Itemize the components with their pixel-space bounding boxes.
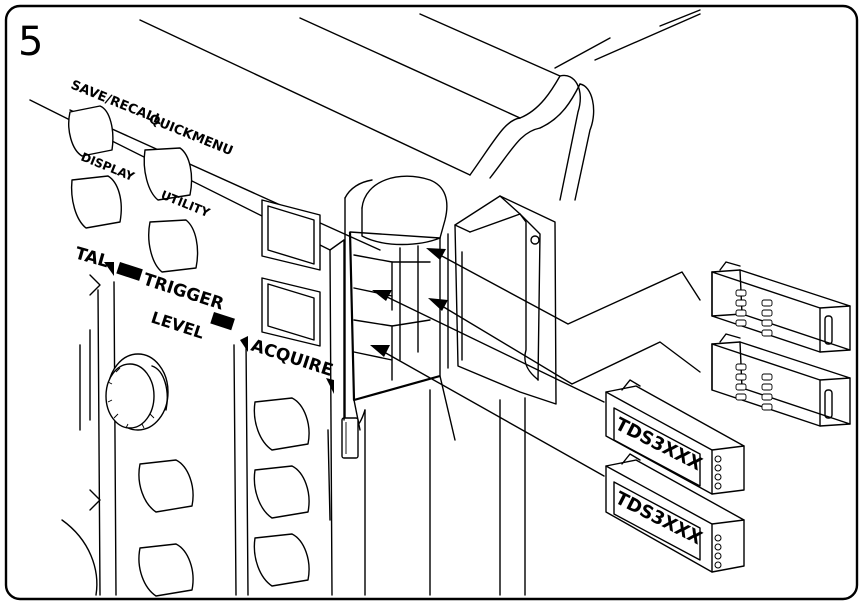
instrument-side bbox=[341, 389, 526, 596]
utility-button bbox=[148, 219, 199, 273]
display-button bbox=[70, 175, 122, 229]
module-bay bbox=[348, 231, 456, 441]
step-number: 5 bbox=[18, 19, 43, 65]
module-labeled-upper-holes bbox=[714, 455, 722, 490]
acquire-button-2 bbox=[253, 465, 310, 519]
trigger-button-2 bbox=[138, 543, 194, 597]
module-lower bbox=[711, 333, 851, 427]
acquire-button-1 bbox=[253, 397, 310, 451]
trigger-bar-right bbox=[210, 312, 235, 331]
tal-marker bbox=[104, 262, 114, 276]
quickmenu-button bbox=[143, 147, 193, 201]
acquire-marker-left bbox=[240, 336, 248, 352]
arrowhead-1 bbox=[426, 248, 446, 260]
panel-buttons bbox=[68, 105, 321, 597]
arrowhead-2 bbox=[428, 298, 448, 311]
acquire-button-3 bbox=[253, 533, 310, 587]
arrowhead-4 bbox=[370, 345, 390, 357]
level-knob bbox=[105, 353, 169, 431]
module-door bbox=[447, 195, 557, 405]
module-upper-teeth bbox=[735, 289, 773, 337]
save-recall-button bbox=[68, 105, 114, 157]
trigger-button-1 bbox=[138, 459, 194, 513]
module-upper bbox=[711, 261, 851, 353]
instrument-top bbox=[69, 9, 701, 251]
acquire-marker-right bbox=[326, 378, 334, 394]
trigger-bar-left bbox=[116, 262, 143, 281]
insertion-arrows bbox=[370, 248, 701, 477]
arrowhead-3 bbox=[372, 290, 392, 301]
front-corner bbox=[344, 175, 448, 421]
module-labeled-lower-holes bbox=[714, 534, 722, 569]
module-lower-teeth bbox=[735, 363, 773, 411]
